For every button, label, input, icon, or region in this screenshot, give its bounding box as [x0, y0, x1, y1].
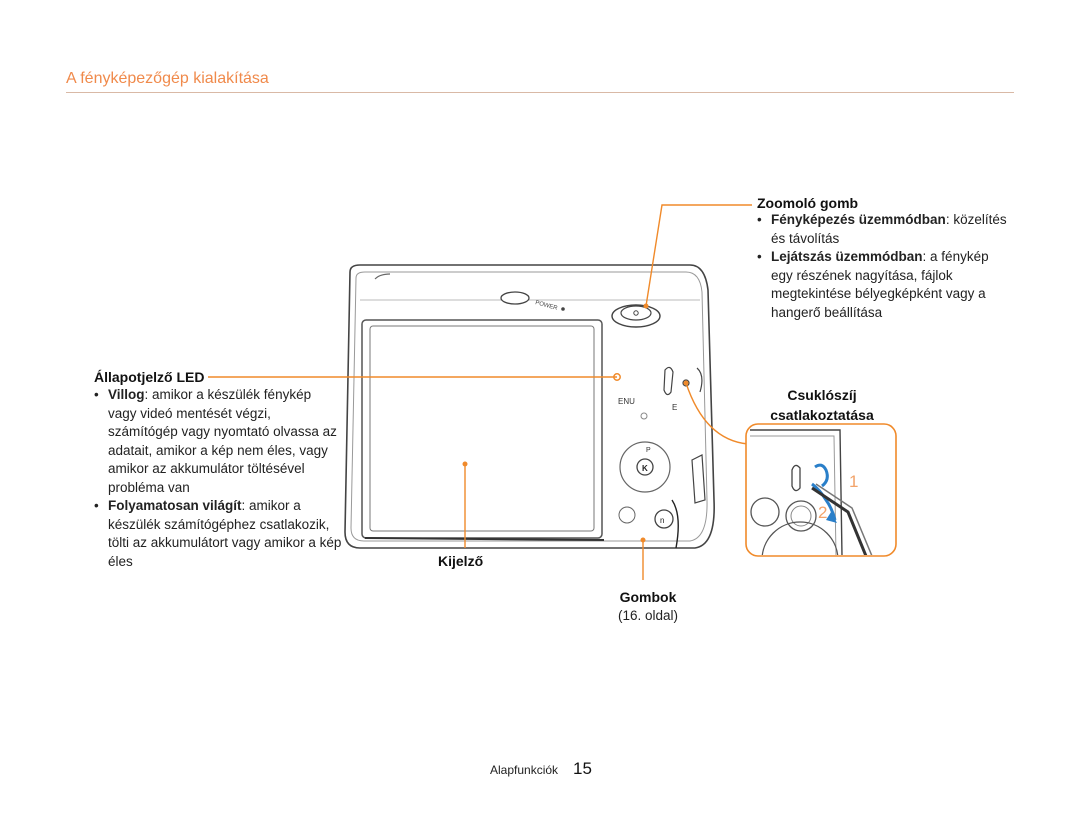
buttons-callout: Gombok (16. oldal) — [608, 589, 688, 626]
led-blink-text: : amikor a készülék fénykép vagy videó m… — [108, 387, 337, 495]
led-steady-text: : amikor a készülék számítógéphez csatla… — [108, 498, 342, 569]
buttons-label: Gombok — [619, 589, 677, 605]
ok-button — [636, 458, 654, 476]
mode-label: P — [646, 447, 651, 454]
footer-section: Alapfunkciók — [490, 763, 559, 777]
strap-step-1: 1 — [849, 472, 858, 491]
svg-text:n: n — [660, 516, 664, 525]
zoom-photo-mode-label: Fényképezés üzemmódban — [771, 212, 946, 227]
buttons-page-ref: (16. oldal) — [617, 608, 679, 623]
page-title: A fényképezőgép kialakítása — [66, 70, 269, 87]
strap-inset: 1 2 — [745, 423, 897, 557]
zoom-play-mode-label: Lejátszás üzemmódban — [771, 249, 923, 264]
strap-heading-line1: Csuklószíj — [787, 387, 857, 403]
menu-label: ENU — [618, 397, 635, 406]
zoom-callout: Zoomoló gomb Fényképezés üzemmódban: köz… — [757, 195, 1007, 322]
power-label: POWER — [534, 300, 558, 312]
zoom-play-mode: Lejátszás üzemmódban: a fénykép egy rész… — [757, 248, 1007, 322]
zoom-photo-mode: Fényképezés üzemmódban: közelítés és táv… — [757, 211, 1007, 248]
page-number: 15 — [573, 759, 592, 778]
led-blink-label: Villog — [108, 387, 145, 402]
title-divider — [66, 92, 1014, 93]
led-steady-label: Folyamatosan világít — [108, 498, 242, 513]
led-steady: Folyamatosan világít: amikor a készülék … — [94, 497, 342, 571]
strap-heading-line2: csatlakoztatása — [770, 407, 874, 423]
power-button — [500, 291, 530, 305]
shutter-button — [620, 305, 652, 321]
ok-label: K — [642, 464, 648, 473]
led-callout: Állapotjelző LED Villog: amikor a készül… — [94, 369, 342, 571]
display-label: Kijelző — [438, 553, 484, 569]
strap-lug — [663, 366, 674, 396]
led-blink: Villog: amikor a készülék fénykép vagy v… — [94, 386, 342, 497]
zoom-photo-mode-text: : közelítés és távolítás — [771, 212, 1007, 246]
control-wheel — [619, 441, 671, 493]
led-heading: Állapotjelző LED — [94, 369, 205, 385]
zoom-heading: Zoomoló gomb — [757, 195, 859, 211]
zoom-play-mode-text: : a fénykép egy részének nagyítása, fájl… — [771, 249, 989, 320]
svg-text:E: E — [672, 403, 677, 412]
strap-step-2: 2 — [818, 503, 827, 522]
strap-heading: Csuklószíj csatlakoztatása — [752, 385, 892, 425]
